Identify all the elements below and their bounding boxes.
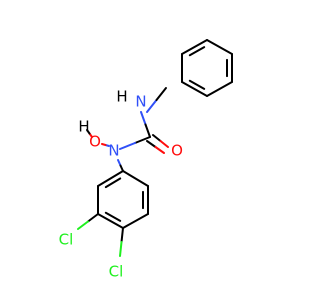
- phenyl-double-bond: [188, 46, 206, 57]
- aryl-double-bond: [104, 177, 122, 189]
- nh-phenyl-bond-a: [146, 99, 158, 113]
- nh-carbonyl-bond-b: [144, 123, 151, 138]
- phenyl-bond: [206, 39, 233, 55]
- atom-n-center: N: [108, 142, 119, 160]
- carbonyl-n-bond-a: [134, 136, 151, 144]
- aryl-bond: [97, 213, 124, 229]
- atom-cl-4: Cl: [109, 263, 124, 281]
- c-cl-bond-4-b: [119, 241, 123, 257]
- phenyl-double-bond: [188, 79, 206, 90]
- c-cl-bond-3-a: [87, 213, 99, 223]
- carbonyl-double-bond-2-b: [154, 146, 165, 154]
- phenyl-bond: [181, 39, 208, 55]
- nh-phenyl-bond-b: [155, 87, 167, 101]
- aryl-bond: [97, 170, 124, 187]
- atom-nh-h: H: [116, 88, 127, 106]
- n-aryl-bond-b: [119, 164, 124, 172]
- c-cl-bond-3-b: [77, 220, 89, 230]
- phenyl-bond: [206, 81, 233, 97]
- n-o-bond-b: [101, 143, 107, 146]
- o-h-bond-b: [86, 129, 91, 135]
- aryl-bond: [122, 213, 149, 229]
- bonds: [77, 39, 233, 257]
- aryl-double-bond: [104, 211, 122, 222]
- nh-carbonyl-bond-a: [140, 111, 147, 126]
- c-cl-bond-4-a: [120, 227, 124, 243]
- atom-cl-3: Cl: [59, 231, 74, 249]
- phenyl-bond: [181, 81, 208, 97]
- n-aryl-bond-a: [117, 159, 122, 167]
- atom-oh-h: H: [78, 118, 89, 136]
- atom-oh-o: O: [89, 133, 101, 151]
- aryl-bond: [122, 170, 149, 187]
- carbonyl-double-bond-1-a: [152, 134, 162, 142]
- atom-o-carbonyl: O: [171, 142, 183, 160]
- carbonyl-double-bond-2-a: [146, 140, 157, 148]
- atom-nh-n: N: [135, 93, 146, 111]
- structure-diagram: H N H O N O Cl Cl: [59, 39, 233, 281]
- carbonyl-n-bond-b: [119, 142, 136, 150]
- carbonyl-double-bond-1-b: [159, 140, 169, 148]
